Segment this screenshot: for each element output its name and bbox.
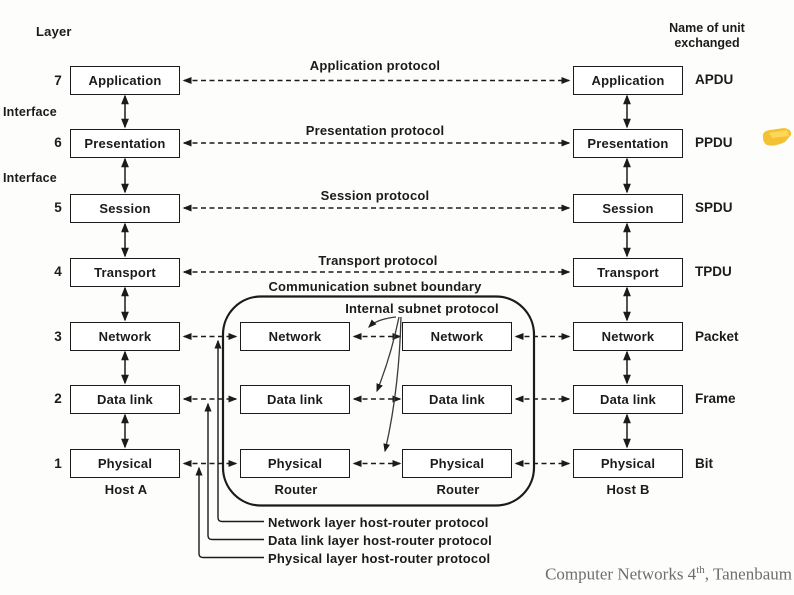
layer-number-5: 5 xyxy=(54,200,62,215)
router-2-datalink-box: Data link xyxy=(402,384,512,414)
layer-heading: Layer xyxy=(36,24,72,39)
layer-number-4: 4 xyxy=(54,264,62,279)
physical-host-router-label: Physical layer host-router protocol xyxy=(268,550,491,566)
host-a-box-transport: Transport xyxy=(70,257,180,287)
host-b-label: Host B xyxy=(606,482,650,497)
host-b-box-presentation: Presentation xyxy=(573,128,683,158)
citation-prefix: Computer Networks 4 xyxy=(545,564,697,584)
router-2-label: Router xyxy=(436,482,480,497)
host-b-box-session: Session xyxy=(573,193,683,223)
subnet-boundary-label: Communication subnet boundary xyxy=(268,279,482,294)
network-host-router-label: Network layer host-router protocol xyxy=(268,514,489,530)
presentation-protocol-label: Presentation protocol xyxy=(305,123,445,138)
host-a-box-network: Network xyxy=(70,322,180,351)
router-1-network-box: Network xyxy=(240,322,350,351)
router-1-label: Router xyxy=(274,482,318,497)
interface-label-2: Interface xyxy=(3,171,57,185)
unit-apdu: APDU xyxy=(695,72,734,87)
unit-header: Name of unit exchanged xyxy=(669,21,745,50)
datalink-host-router-label: Data link layer host-router protocol xyxy=(268,532,492,548)
layer-number-2: 2 xyxy=(54,391,62,406)
unit-ppdu: PPDU xyxy=(695,135,733,150)
highlight-mark xyxy=(762,128,792,146)
host-b-box-network: Network xyxy=(573,322,683,351)
interface-label-1: Interface xyxy=(3,105,57,119)
router-2-network-box: Network xyxy=(402,322,512,351)
router-1-datalink-box: Data link xyxy=(240,384,350,414)
host-b-box-datalink: Data link xyxy=(573,384,683,414)
layer-number-6: 6 xyxy=(54,135,62,150)
host-a-box-datalink: Data link xyxy=(70,384,180,414)
layer-number-3: 3 xyxy=(54,329,62,344)
router-2-physical-box: Physical xyxy=(402,449,512,478)
internal-subnet-protocol-label: Internal subnet protocol xyxy=(345,301,499,316)
unit-bit: Bit xyxy=(695,456,713,471)
unit-tpdu: TPDU xyxy=(695,264,732,279)
router-1-physical-box: Physical xyxy=(240,449,350,478)
application-protocol-label: Application protocol xyxy=(309,58,441,73)
layer-number-1: 1 xyxy=(54,456,62,471)
host-a-box-application: Application xyxy=(70,66,180,95)
host-a-box-physical: Physical xyxy=(70,449,180,478)
session-protocol-label: Session protocol xyxy=(320,188,430,203)
layer-number-7: 7 xyxy=(54,73,62,88)
unit-packet: Packet xyxy=(695,329,739,344)
host-b-box-application: Application xyxy=(573,66,683,95)
host-a-box-session: Session xyxy=(70,193,180,223)
host-a-box-presentation: Presentation xyxy=(70,128,180,158)
transport-protocol-label: Transport protocol xyxy=(318,253,438,268)
citation-superscript: th xyxy=(696,564,705,576)
internal-subnet-protocol-arrows xyxy=(368,316,402,453)
unit-frame: Frame xyxy=(695,391,736,406)
citation-suffix: , Tanenbaum xyxy=(704,564,792,584)
unit-spdu: SPDU xyxy=(695,200,733,215)
host-b-box-transport: Transport xyxy=(573,257,683,287)
citation: Computer Networks 4th, Tanenbaum xyxy=(516,564,792,585)
host-b-box-physical: Physical xyxy=(573,449,683,478)
host-a-label: Host A xyxy=(104,482,148,497)
